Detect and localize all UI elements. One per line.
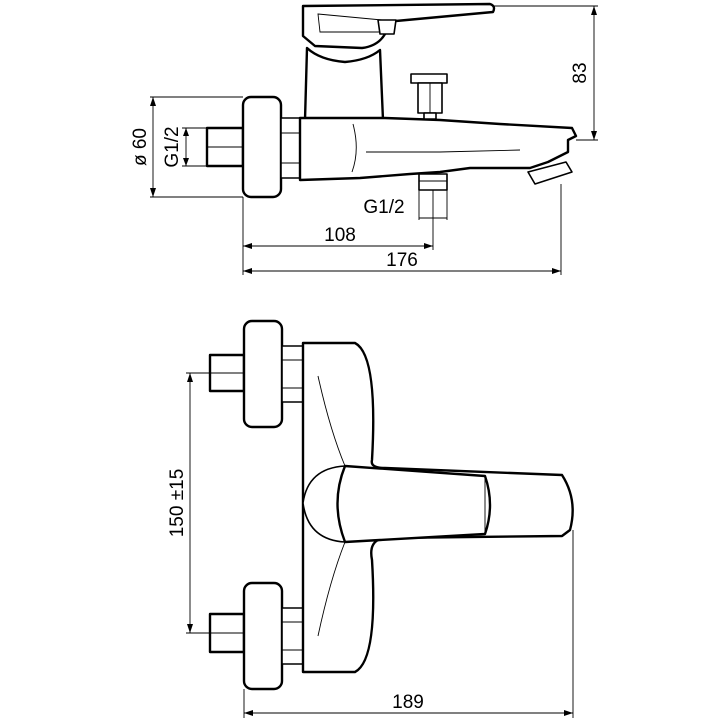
front-view-dimensions [186, 372, 574, 718]
side-spout [298, 116, 578, 182]
side-view [205, 2, 578, 199]
dim-overall-width-label: 189 [392, 692, 424, 713]
front-hex-nut-bottom [281, 607, 304, 665]
dim-center-spacing-label: 150 ±15 [167, 469, 188, 538]
dim-diameter-label: ø 60 [130, 128, 151, 166]
front-escutcheon-top [242, 319, 284, 429]
dim-outlet-distance-label: 108 [324, 225, 356, 246]
front-hex-nut-top [281, 345, 304, 403]
side-lever-handle [301, 2, 496, 50]
dim-outlet-thread-label: G1/2 [363, 197, 404, 218]
front-lever [336, 464, 492, 544]
side-escutcheon [241, 95, 283, 199]
side-cartridge-body [303, 46, 385, 122]
dim-inlet-thread-label: G1/2 [162, 126, 183, 167]
dim-height-label: 83 [570, 62, 591, 83]
side-view-dimensions [150, 5, 598, 275]
front-escutcheon-bottom [242, 581, 284, 691]
front-view [208, 319, 574, 691]
side-shower-outlet [418, 173, 448, 191]
side-aerator [527, 161, 573, 185]
side-diverter-knob [410, 73, 448, 84]
dim-overall-depth-label: 176 [386, 250, 418, 271]
